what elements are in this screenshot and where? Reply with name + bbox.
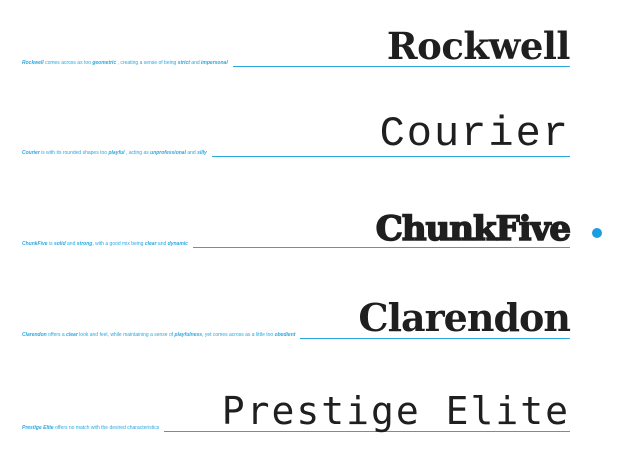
description-text: and [156,241,168,247]
font-row-clarendon: Clarendon offers a clear look and feel, … [22,269,571,339]
keyword: geometric [92,60,117,66]
keyword: obedient [274,332,296,338]
font-description: ChunkFive is solid and strong, with a go… [22,241,193,248]
divider-line [22,156,570,157]
keyword: playful [108,150,125,156]
divider-line [22,431,570,432]
font-name-courier: Courier [369,113,570,155]
keyword: silly [197,150,207,156]
keyword: solid [53,241,66,247]
description-text: , acting as [124,150,151,156]
font-name-clarendon: Clarendon [348,299,571,337]
description-text: offers a [46,332,67,338]
font-row-chunkfive: ChunkFive is solid and strong, with a go… [22,178,572,248]
keyword: unprofessional [150,150,186,156]
font-description: Rockwell comes across as too geometric ,… [22,60,233,67]
selected-indicator-dot [592,228,602,238]
font-row-rockwell: Rockwell comes across as too geometric ,… [22,0,571,67]
font-row-prestige-elite: Prestige Elite offers no match with the … [22,362,570,432]
description-text: and [189,60,202,66]
divider-line [22,247,570,248]
description-text: , with a good mix being [92,241,145,247]
description-text: , yet comes across as a little too [202,332,275,338]
description-text: and [185,150,198,156]
keyword: clear [144,241,157,247]
keyword: clear [66,332,78,338]
keyword: ChunkFive [22,241,48,247]
keyword: playfulness [174,332,203,338]
keyword: impersonal [201,60,228,66]
font-description: Clarendon offers a clear look and feel, … [22,332,301,339]
keyword: strict [177,60,190,66]
description-text: and [65,241,77,247]
description-text: is with its rounded shapes too [39,150,109,156]
keyword: strong [76,241,93,247]
description-text: , creating a sense of being [116,60,178,66]
font-description: Prestige Elite offers no match with the … [22,425,165,432]
font-name-rockwell: Rockwell [376,28,571,65]
description-text: comes across as too [43,60,93,66]
keyword: Rockwell [22,60,44,66]
font-row-courier: Courier is with its rounded shapes too p… [22,87,570,157]
keyword: dynamic [167,241,188,247]
description-text: look and feel, while maintaining a sense… [77,332,175,338]
font-name-chunkfive: ChunkFive [365,211,572,247]
font-description: Courier is with its rounded shapes too p… [22,150,212,157]
description-text: is [47,241,54,247]
keyword: Prestige Elite [22,425,54,431]
keyword: Courier [22,150,40,156]
divider-line [22,66,570,67]
font-name-prestige-elite: Prestige Elite [211,392,570,430]
description-text: offers no match with the desired charact… [53,425,160,431]
keyword: Clarendon [22,332,47,338]
